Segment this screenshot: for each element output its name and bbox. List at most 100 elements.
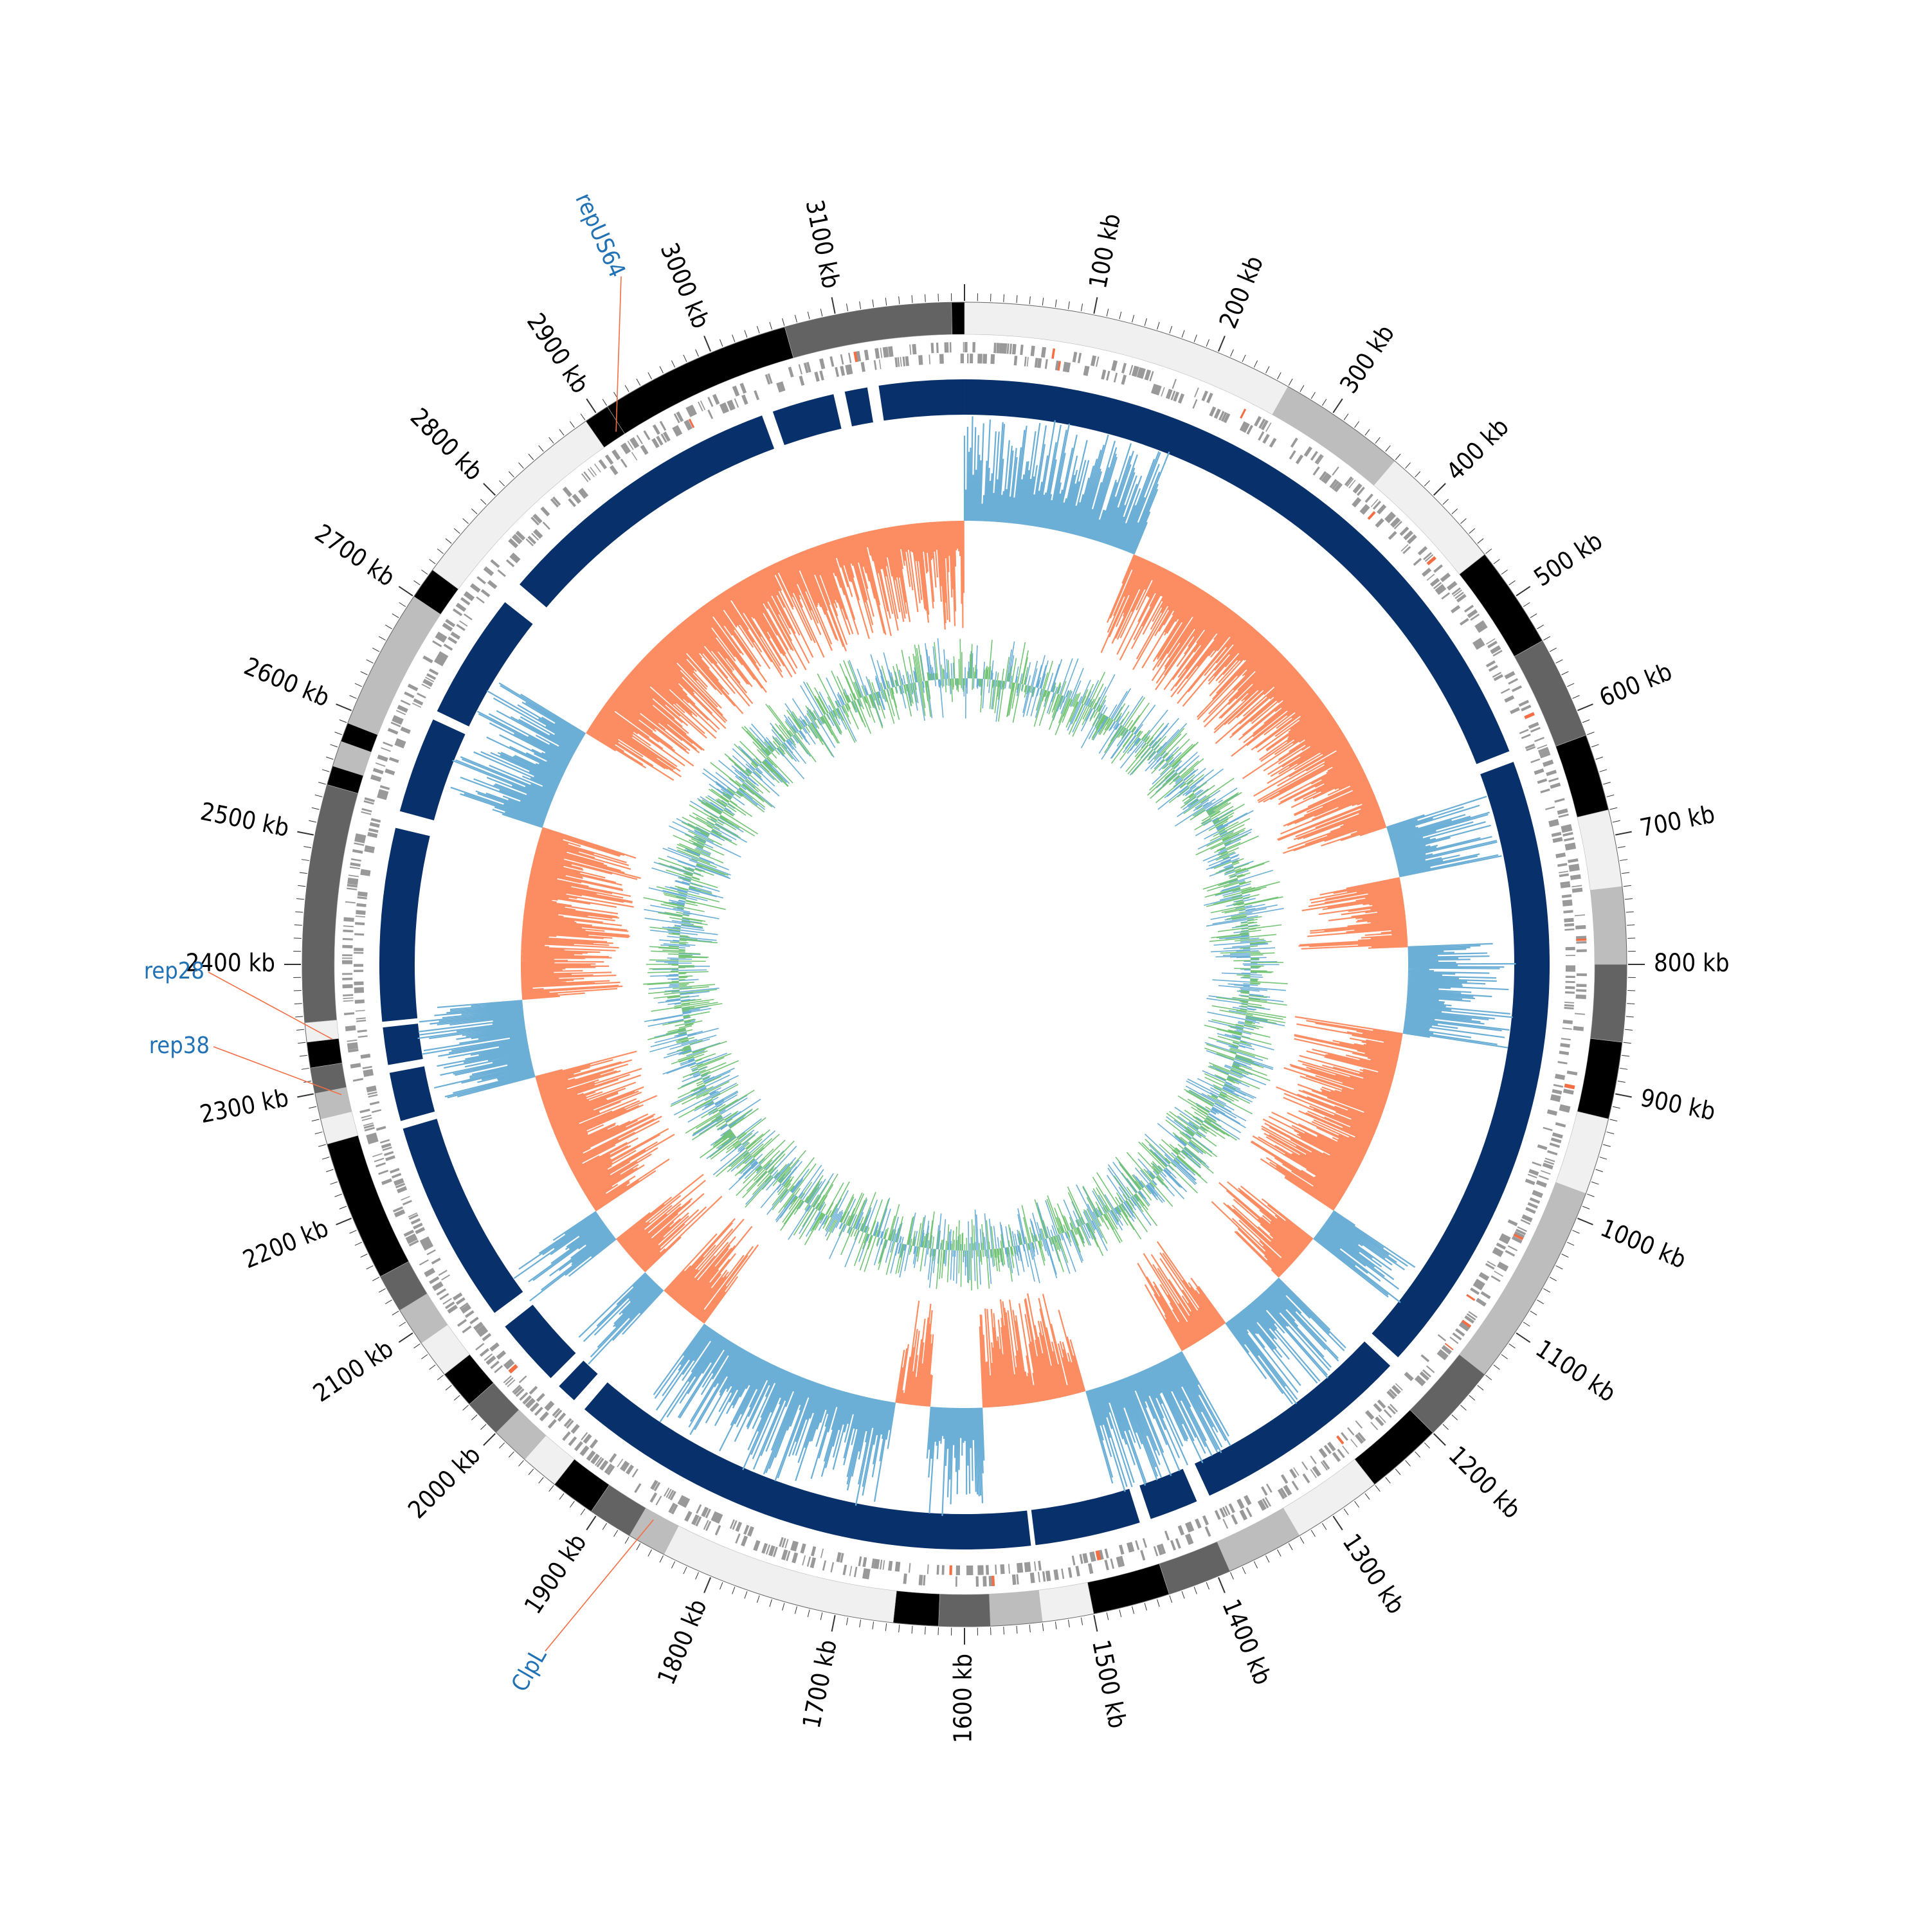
scale-tick bbox=[361, 671, 368, 674]
gene-block bbox=[634, 1483, 641, 1493]
gene-block bbox=[1481, 1291, 1491, 1299]
scale-tick bbox=[684, 355, 687, 362]
gene-block bbox=[1422, 568, 1431, 577]
gene-block bbox=[427, 1249, 436, 1255]
scale-tick bbox=[1107, 1612, 1109, 1620]
gene-block bbox=[1388, 531, 1397, 540]
gene-block bbox=[1310, 1456, 1316, 1465]
scale-tick bbox=[367, 1266, 374, 1269]
scale-tick bbox=[704, 1577, 711, 1593]
scale-tick bbox=[783, 1603, 784, 1611]
scale-tick bbox=[326, 757, 333, 759]
gene-block bbox=[342, 945, 352, 948]
gene-block bbox=[506, 559, 514, 567]
gene-block bbox=[1456, 594, 1467, 602]
skew-segment-4 bbox=[1403, 944, 1516, 1048]
contig-segment-13 bbox=[1355, 1410, 1433, 1485]
gene-block bbox=[967, 354, 968, 363]
gene-block bbox=[1508, 1219, 1518, 1226]
gene-block bbox=[1536, 1180, 1547, 1187]
scale-tick bbox=[1543, 1288, 1550, 1292]
gene-block bbox=[819, 370, 824, 381]
gene-block bbox=[835, 367, 839, 377]
gene-block bbox=[861, 362, 865, 372]
gene-block bbox=[1355, 1420, 1363, 1429]
scale-tick bbox=[704, 336, 711, 352]
gene-block bbox=[684, 1511, 692, 1522]
gene-block bbox=[986, 1565, 989, 1575]
scale-tick bbox=[1460, 1405, 1466, 1411]
gene-block bbox=[1020, 345, 1023, 355]
scale-tick bbox=[296, 1029, 304, 1030]
scale-tick bbox=[1624, 1042, 1631, 1043]
gene-block bbox=[1566, 981, 1575, 983]
gene-block bbox=[1564, 1007, 1573, 1009]
scale-tick bbox=[309, 820, 316, 822]
scale-tick bbox=[770, 1600, 772, 1607]
gene-block bbox=[417, 692, 426, 698]
gene-block bbox=[819, 358, 825, 369]
gene-block bbox=[1091, 356, 1096, 366]
gene-block bbox=[1566, 968, 1575, 972]
scale-tick bbox=[1573, 1231, 1580, 1234]
gene-block bbox=[894, 357, 898, 367]
gene-block bbox=[696, 1504, 702, 1514]
gene-block bbox=[620, 458, 628, 467]
gene-block bbox=[976, 1576, 979, 1587]
scale-tick bbox=[355, 683, 362, 687]
gene-block bbox=[342, 978, 352, 980]
blast-hit-12 bbox=[400, 719, 466, 820]
scale-tick bbox=[671, 1562, 675, 1569]
scale-tick bbox=[757, 1595, 759, 1602]
gene-block bbox=[949, 1566, 952, 1575]
scale-tick bbox=[1344, 414, 1348, 420]
gene-block bbox=[401, 1196, 410, 1200]
gene-block bbox=[590, 467, 597, 476]
gene-block bbox=[381, 1178, 392, 1185]
gene-block bbox=[1178, 393, 1184, 404]
gene-block bbox=[944, 342, 947, 352]
gene-block bbox=[874, 360, 877, 370]
gene-block bbox=[1012, 344, 1017, 354]
gene-block bbox=[1073, 352, 1078, 363]
scale-tick bbox=[379, 636, 385, 640]
scale-tick bbox=[372, 1277, 379, 1281]
gene-block bbox=[1550, 1142, 1560, 1148]
scale-tick bbox=[349, 696, 356, 699]
scale-tick bbox=[1615, 1094, 1632, 1097]
scale-tick bbox=[1501, 570, 1508, 574]
gene-block bbox=[498, 570, 506, 577]
gene-block bbox=[1552, 1132, 1563, 1139]
scale-tick bbox=[1516, 586, 1530, 595]
blast-hit-9 bbox=[390, 1067, 435, 1121]
gene-block bbox=[1491, 1276, 1501, 1283]
gene-block bbox=[1031, 346, 1035, 357]
gene-block bbox=[1427, 573, 1435, 581]
gene-block bbox=[441, 1274, 450, 1280]
scale-label: 400 kb bbox=[1441, 412, 1514, 485]
skew-segment-9 bbox=[1137, 1241, 1225, 1351]
gene-block bbox=[342, 957, 352, 959]
gene-block bbox=[1017, 1574, 1019, 1584]
gene-block bbox=[432, 640, 442, 647]
scale-tick bbox=[355, 1242, 362, 1245]
gene-block bbox=[1561, 1038, 1571, 1040]
scale-tick bbox=[1452, 509, 1458, 514]
scale-tick bbox=[297, 1094, 314, 1097]
contig-segment-15 bbox=[1217, 1508, 1300, 1571]
scale-tick bbox=[899, 296, 900, 304]
gene-block bbox=[583, 471, 591, 480]
scale-tick bbox=[1406, 463, 1411, 469]
gene-block bbox=[476, 597, 484, 604]
skew-segment-7 bbox=[1211, 1182, 1312, 1277]
contig-segment-16 bbox=[1159, 1542, 1230, 1594]
gene-block bbox=[1501, 688, 1510, 694]
scale-tick bbox=[539, 446, 544, 451]
gene-block bbox=[358, 1035, 368, 1038]
gene-block bbox=[888, 1561, 892, 1571]
skew-segment-16 bbox=[579, 1273, 663, 1364]
gene-block bbox=[977, 1566, 981, 1575]
gene-block bbox=[1564, 923, 1574, 926]
scale-tick bbox=[1591, 1182, 1598, 1184]
scale-tick bbox=[295, 1016, 303, 1017]
